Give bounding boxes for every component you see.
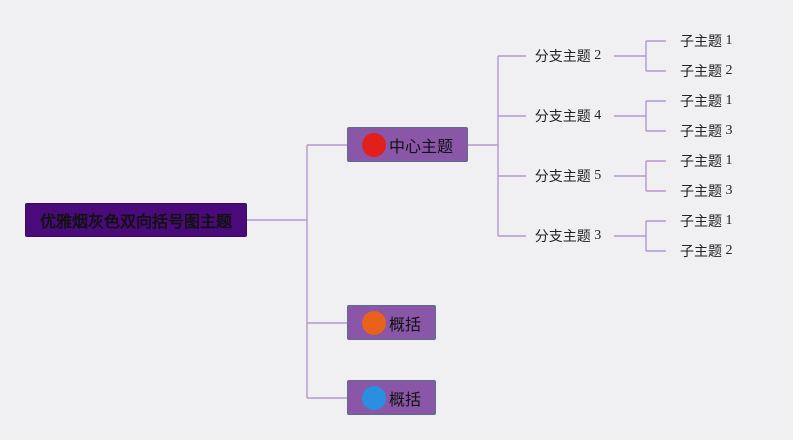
sub-topic[interactable]: 子主题 2 [680,243,733,260]
sub-topic[interactable]: 子主题 1 [680,153,733,170]
main-topic-3[interactable]: 3 概括 [347,380,436,415]
sub-topic[interactable]: 子主题 3 [680,123,733,140]
branch-topic[interactable]: 分支主题 2 [534,48,602,65]
main-topic-label: 概括 [389,389,422,409]
sub-topic[interactable]: 子主题 2 [680,63,733,80]
number-3-icon: 3 [362,385,386,410]
sub-topic[interactable]: 子主题 1 [680,93,733,110]
root-topic-label: 优雅烟灰色双向括号图主题 [39,212,232,231]
branch-topic[interactable]: 分支主题 5 [534,168,602,185]
main-topic-label: 概括 [389,314,422,334]
number-1-icon: 1 [362,132,386,157]
sub-topic[interactable]: 子主题 1 [680,213,733,230]
branch-topic[interactable]: 分支主题 3 [534,228,602,245]
number-2-icon: 2 [362,310,386,335]
main-topic-2[interactable]: 2 概括 [347,305,436,340]
main-topic-label: 中心主题 [389,136,454,156]
sub-topic[interactable]: 子主题 1 [680,33,733,50]
root-topic[interactable]: 优雅烟灰色双向括号图主题 [25,203,247,237]
main-topic-1[interactable]: 1 中心主题 [347,127,468,162]
sub-topic[interactable]: 子主题 3 [680,183,733,200]
branch-topic[interactable]: 分支主题 4 [534,108,602,125]
